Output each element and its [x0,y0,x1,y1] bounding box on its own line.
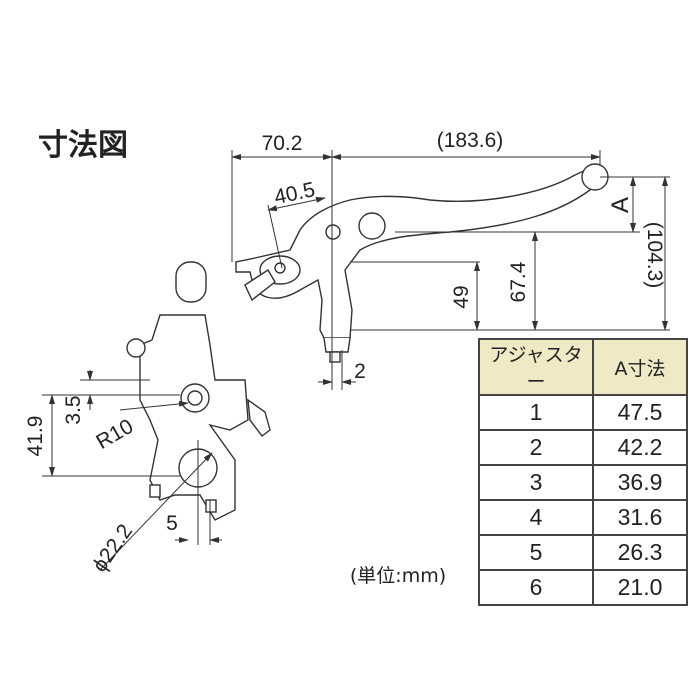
a-value-cell: 26.3 [592,534,688,571]
dim-3-5: 3.5 [62,395,85,424]
dim-183-6: (183.6) [437,129,504,152]
dim-5: 5 [166,512,178,535]
adjuster-cell: 3 [478,464,594,501]
adjuster-cell: 6 [478,569,594,606]
adjuster-cell: 5 [478,534,594,571]
a-value-cell: 36.9 [592,464,688,501]
dim-67-4: 67.4 [507,261,530,302]
unit-note: (単位:mm) [350,565,446,587]
a-value-cell: 47.5 [592,394,688,431]
dim-70-2: 70.2 [262,132,303,155]
a-value-cell: 42.2 [592,429,688,466]
dim-49: 49 [450,285,473,308]
header-a-dimension: A寸法 [592,338,688,396]
header-adjuster: アジャスター [478,338,594,396]
drawing-title: 寸法図 [38,128,128,163]
dimension-lines [42,150,670,571]
dim-A: A [607,197,634,213]
lever-top-view [235,163,609,363]
adjuster-cell: 2 [478,429,594,466]
dim-phi-22-2: ϕ22.2 [88,520,137,576]
dim-41-9: 41.9 [24,416,47,457]
adjuster-cell: 1 [478,394,594,431]
radius-r10: R10 [92,415,137,454]
table-header-row: アジャスター A寸法 [478,338,688,396]
a-value-cell: 31.6 [592,499,688,536]
dim-40-5: 40.5 [272,178,317,209]
dim-104-3: (104.3) [643,222,666,289]
a-value-cell: 21.0 [592,569,688,606]
adjuster-cell: 4 [478,499,594,536]
dim-2: 2 [354,360,366,383]
